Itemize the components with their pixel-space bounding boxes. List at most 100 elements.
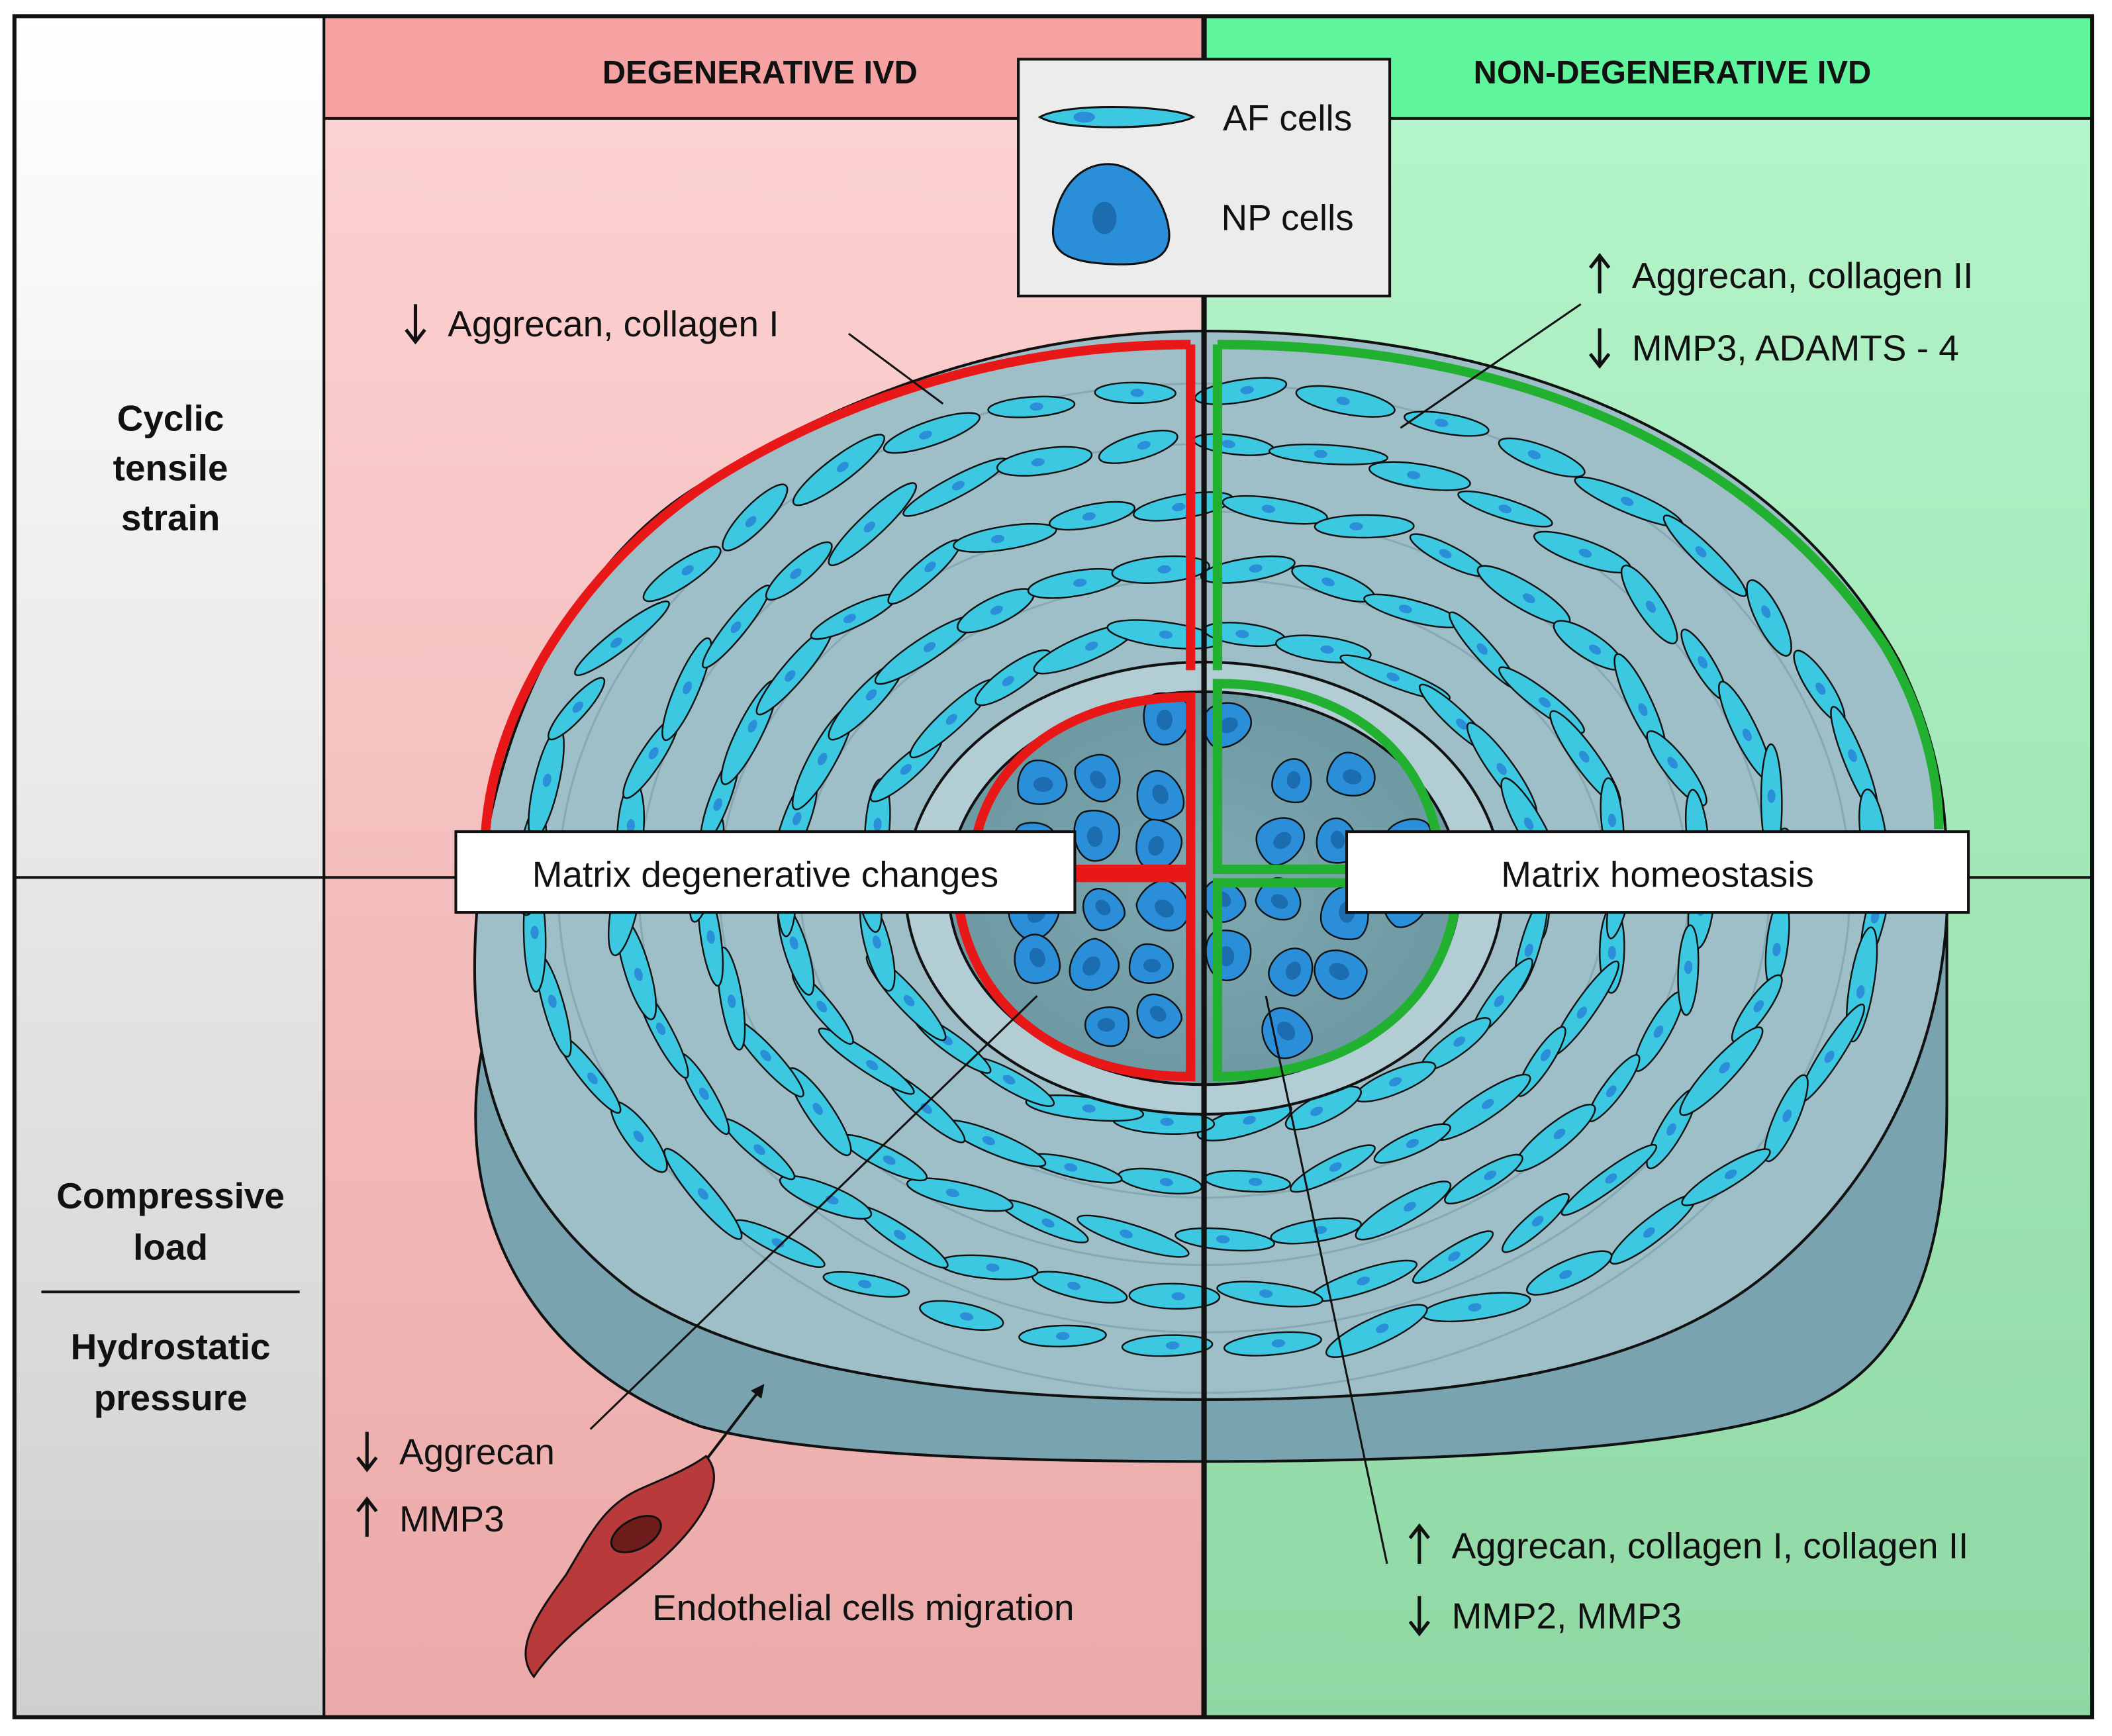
annotation-br-2: MMP2, MMP3 <box>1452 1595 1682 1636</box>
svg-text:Hydrostatic: Hydrostatic <box>71 1326 271 1367</box>
af-cell <box>1679 1026 1764 1116</box>
af-cell <box>937 1254 1039 1280</box>
af-cell <box>1222 495 1328 525</box>
svg-text:strain: strain <box>121 497 220 538</box>
af-cell <box>548 677 606 741</box>
non-degenerative-title: NON-DEGENERATIVE IVD <box>1474 55 1872 91</box>
af-cell <box>663 1147 743 1240</box>
outer-frame <box>12 14 2095 1719</box>
np-cell <box>1326 751 1376 797</box>
af-cell <box>642 546 722 603</box>
annotation-bl-1: Aggrecan <box>399 1431 555 1472</box>
af-cell <box>1200 555 1296 584</box>
af-cell <box>828 482 918 567</box>
af-cell <box>1295 385 1396 418</box>
down-arrow-icon <box>1588 328 1611 369</box>
up-arrow-icon <box>1408 1523 1431 1564</box>
annotation-tr-1: Aggrecan, collagen II <box>1632 255 1973 296</box>
degenerative-outline <box>481 340 1191 835</box>
af-cell <box>1223 1331 1322 1357</box>
svg-text:Compressive: Compressive <box>56 1175 285 1216</box>
np-cell <box>1128 943 1174 984</box>
leader-line-br <box>1265 995 1388 1565</box>
side-label-top: Cyclic tensile strain <box>113 397 228 538</box>
np-cell <box>1014 934 1061 985</box>
degenerative-np-outline-bottom <box>951 873 1196 1082</box>
np-cell <box>1082 888 1126 932</box>
af-cell <box>1077 1214 1190 1258</box>
af-cell <box>818 1028 915 1095</box>
af-cell <box>1032 1271 1128 1304</box>
af-cell <box>822 1271 910 1298</box>
matrix-degenerative-label: Matrix degenerative changes <box>532 853 998 894</box>
af-cell <box>792 434 885 506</box>
af-cell <box>722 483 789 552</box>
af-cell <box>1175 1227 1276 1252</box>
np-cell <box>1084 1006 1130 1047</box>
down-arrow-icon <box>356 1431 378 1472</box>
leader-line-tr <box>1400 303 1582 429</box>
af-cell-icon <box>1037 106 1196 128</box>
af-cell-layer <box>516 377 1892 1358</box>
af-cell <box>1289 1144 1376 1193</box>
af-cell <box>765 541 833 601</box>
np-cell <box>1255 817 1306 866</box>
af-cell <box>661 637 712 742</box>
af-cell <box>1677 924 1700 1016</box>
af-cell <box>1498 437 1586 478</box>
svg-text:Cyclic: Cyclic <box>117 397 224 438</box>
np-cell <box>1136 993 1182 1039</box>
af-cell <box>1476 565 1571 626</box>
af-cell <box>1355 1181 1452 1241</box>
annotation-br-1: Aggrecan, collagen I, collagen II <box>1452 1525 1969 1567</box>
np-cell <box>1261 1007 1313 1059</box>
af-cell <box>906 1177 1014 1212</box>
af-cell-icon-nucleus <box>1073 111 1095 122</box>
af-cell <box>1018 1324 1107 1348</box>
np-cell <box>1135 880 1190 932</box>
af-cell <box>1404 410 1490 437</box>
side-panel <box>14 16 324 1717</box>
af-cell <box>1680 628 1728 701</box>
af-cell <box>1763 1074 1809 1163</box>
regulation-arrows <box>356 253 1611 1637</box>
svg-text:pressure: pressure <box>94 1377 248 1418</box>
non-degenerative-np-outline-bottom <box>1212 878 1462 1082</box>
af-cell <box>1457 490 1553 528</box>
np-cell <box>1314 949 1368 1000</box>
af-cell <box>841 1134 928 1182</box>
matrix-degenerative-box <box>454 830 1077 914</box>
side-label-hydrostatic: Hydrostatic pressure <box>71 1326 271 1418</box>
af-cell <box>1444 1153 1523 1205</box>
np-cell <box>1271 758 1312 804</box>
non-degenerative-outline <box>1217 340 1944 830</box>
np-cell <box>1135 818 1183 871</box>
endothelial-label: Endothelial cells migration <box>652 1587 1074 1628</box>
svg-text:load: load <box>133 1226 208 1267</box>
up-arrow-icon <box>356 1496 378 1537</box>
down-arrow-icon <box>1408 1596 1431 1637</box>
af-cell <box>1268 444 1388 465</box>
af-cell <box>874 615 976 685</box>
endothelial-cell <box>524 1455 715 1679</box>
af-cell <box>987 395 1076 418</box>
af-cell <box>1111 555 1210 584</box>
af-cell <box>1662 514 1747 597</box>
af-cell <box>1216 1280 1323 1308</box>
af-cell <box>1325 1304 1428 1358</box>
af-cell <box>574 601 670 677</box>
af-cell <box>1587 1054 1641 1122</box>
np-cell <box>1136 770 1185 822</box>
af-cell <box>610 1100 668 1173</box>
matrix-homeostasis-label: Matrix homeostasis <box>1501 853 1814 894</box>
af-cell <box>1501 1192 1570 1253</box>
np-cell-icon-nucleus <box>1092 201 1117 234</box>
af-cell <box>1094 381 1176 404</box>
annotation-tl: Aggrecan, collagen I <box>448 303 779 344</box>
legend-np-label: NP cells <box>1221 197 1353 238</box>
np-cell <box>1268 947 1314 997</box>
down-arrow-icon <box>405 304 426 345</box>
migration-arrow <box>699 1384 765 1468</box>
af-cell <box>1368 461 1471 491</box>
annotation-bl-2: MMP3 <box>399 1498 504 1539</box>
